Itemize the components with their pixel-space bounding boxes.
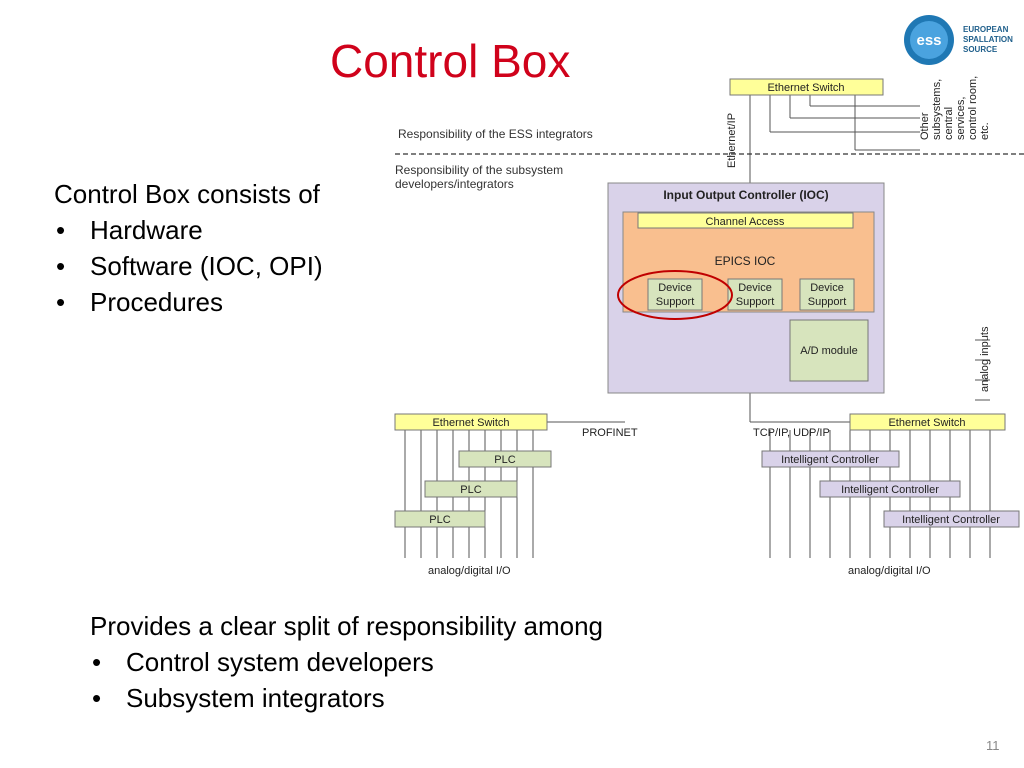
plc-2 — [424, 480, 518, 498]
right-ethernet-switch — [849, 413, 1006, 431]
tcpip-label: TCP/IP, UDP/IP — [753, 427, 830, 439]
left-ethernet-switch — [394, 413, 548, 431]
page-number: 11 — [986, 738, 1000, 753]
other-subsystems-line-6: etc. — [979, 122, 991, 140]
left-ethernet-switch-label: Ethernet Switch — [432, 417, 509, 429]
top-ethernet-switch-label: Ethernet Switch — [767, 82, 844, 94]
device-support-1-line-2: Support — [656, 296, 695, 308]
slide-title: Control Box — [330, 35, 571, 87]
intro-item-software: Software (IOC, OPI) — [54, 248, 323, 284]
summary-block: Provides a clear split of responsibility… — [90, 608, 603, 716]
intelligent-controller-3 — [883, 510, 1020, 528]
intro-item-procedures: Procedures — [54, 284, 323, 320]
other-subsystems-line-4: services, — [955, 97, 967, 140]
intelligent-controller-2 — [819, 480, 961, 498]
device-support-1-line-1: Device — [658, 282, 692, 294]
responsibility-subsystem-line-2: developers/integrators — [395, 177, 514, 191]
device-support-3 — [799, 278, 855, 311]
intro-block: Control Box consists of Hardware Softwar… — [54, 176, 323, 320]
plc-1 — [458, 450, 552, 468]
device-support-3-line-2: Support — [808, 296, 847, 308]
analog-inputs-label: analog inputs — [979, 326, 991, 392]
plc-2-label: PLC — [460, 484, 481, 496]
other-subsystems-line-2: subsystems, — [931, 79, 943, 140]
plc-3-label: PLC — [429, 514, 450, 526]
other-subsystems-line-1: Other — [919, 112, 931, 140]
right-ethernet-switch-label: Ethernet Switch — [888, 417, 965, 429]
responsibility-ess-label: Responsibility of the ESS integrators — [398, 127, 593, 141]
intro-list: Hardware Software (IOC, OPI) Procedures — [54, 212, 323, 320]
intelligent-controller-1 — [761, 450, 900, 468]
device-support-3-line-1: Device — [810, 282, 844, 294]
other-subsystems-line-3: central — [943, 107, 955, 140]
summary-heading: Provides a clear split of responsibility… — [90, 611, 604, 641]
device-support-2-line-1: Device — [738, 282, 772, 294]
channel-access-box — [637, 212, 854, 229]
profinet-label: PROFINET — [582, 427, 638, 439]
logo-line-2: SPALLATION — [963, 35, 1013, 44]
summary-item-integrators: Subsystem integrators — [90, 680, 603, 716]
summary-list: Control system developers Subsystem inte… — [90, 644, 603, 716]
device-support-2-line-2: Support — [736, 296, 775, 308]
channel-access-label: Channel Access — [706, 216, 785, 228]
other-subsystems-line-5: control room, — [967, 76, 979, 140]
intro-heading: Control Box consists of — [54, 179, 320, 209]
plc-3 — [394, 510, 486, 528]
intro-item-hardware: Hardware — [54, 212, 323, 248]
ess-logo: ess EUROPEAN SPALLATION SOURCE — [904, 15, 1013, 65]
logo-line-3: SOURCE — [963, 45, 998, 54]
top-ethernet-switch — [729, 78, 884, 96]
device-support-highlight-ring — [617, 270, 733, 320]
epics-ioc-label: EPICS IOC — [715, 254, 776, 268]
intelligent-controller-3-label: Intelligent Controller — [902, 514, 1000, 526]
summary-item-developers: Control system developers — [90, 644, 603, 680]
ess-logo-mark-text: ess — [916, 32, 941, 49]
responsibility-subsystem-line-1: Responsibility of the subsystem — [395, 163, 563, 177]
device-support-2 — [727, 278, 783, 311]
device-support-1 — [647, 278, 703, 311]
logo-line-1: EUROPEAN — [963, 25, 1009, 34]
ess-logo-ring — [910, 21, 948, 59]
plc-1-label: PLC — [494, 454, 515, 466]
ad-module-label: A/D module — [800, 345, 857, 357]
control-box-diagram: Ethernet Switch Ethernet/IP Other subsys… — [394, 76, 1024, 577]
io-label-right: analog/digital I/O — [848, 565, 931, 577]
ad-module-box — [789, 319, 869, 382]
ioc-title: Input Output Controller (IOC) — [663, 188, 828, 202]
io-label-left: analog/digital I/O — [428, 565, 511, 577]
intelligent-controller-1-label: Intelligent Controller — [781, 454, 879, 466]
ethernet-ip-label: Ethernet/IP — [726, 113, 738, 168]
intelligent-controller-2-label: Intelligent Controller — [841, 484, 939, 496]
